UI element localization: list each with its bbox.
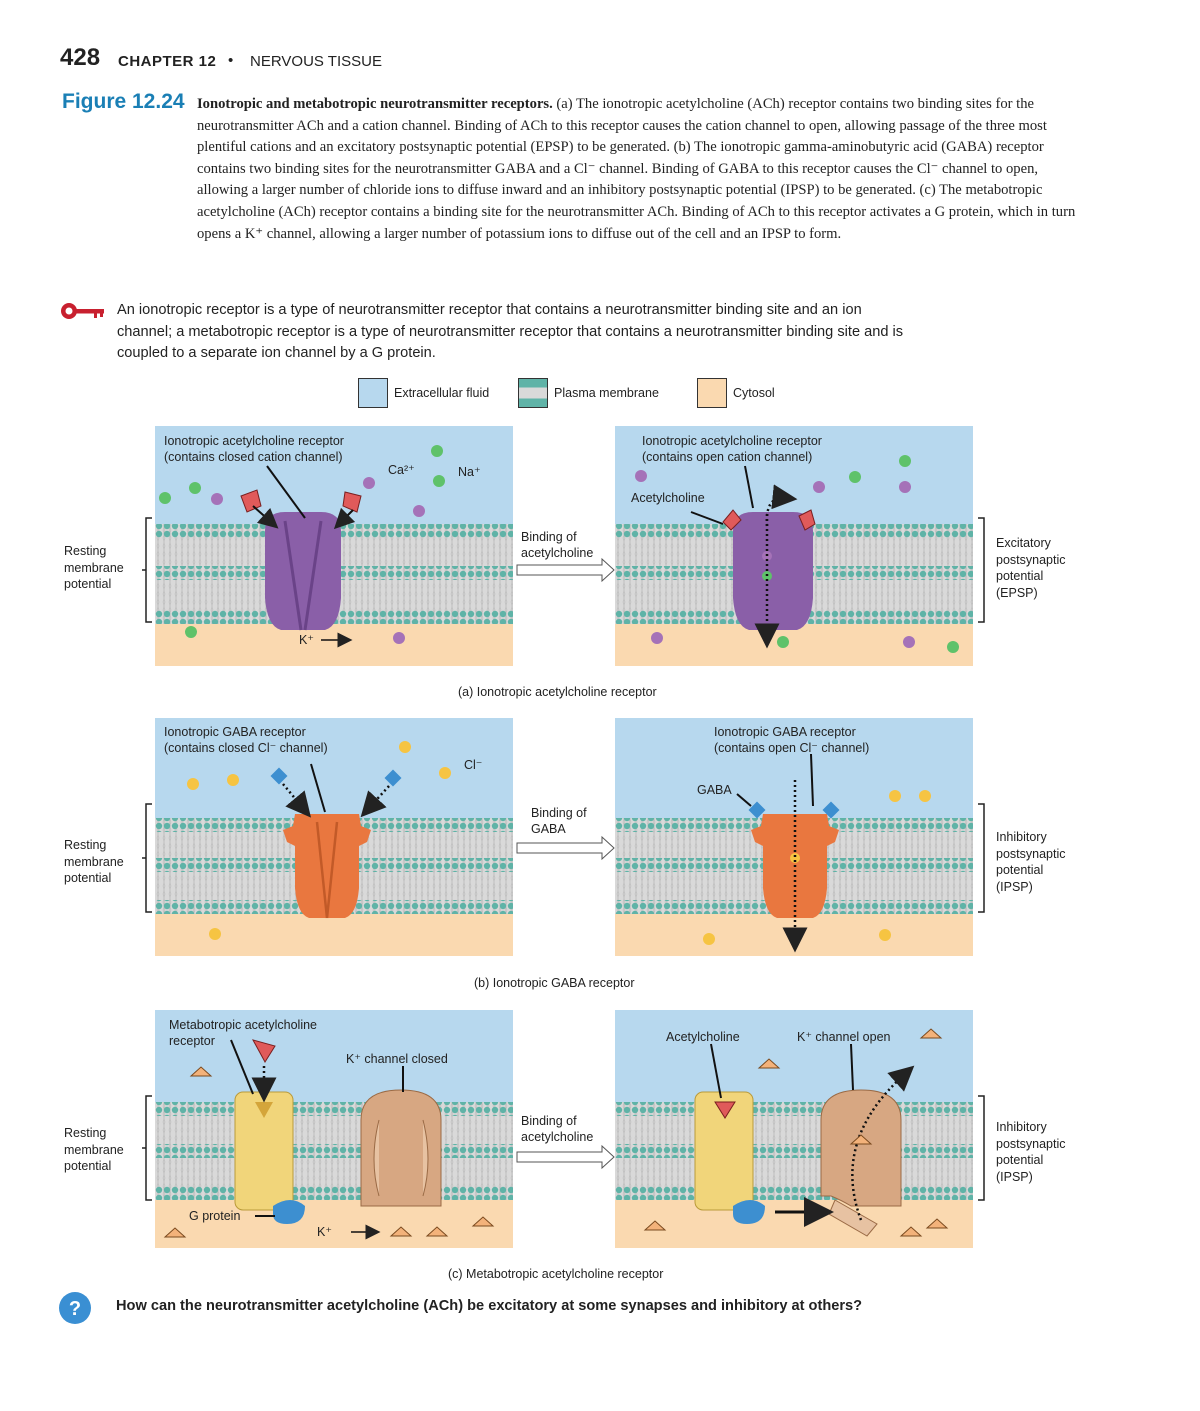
panel-c-right [615,1010,973,1248]
legend-membrane: Plasma membrane [518,376,659,410]
key-icon [61,303,104,319]
cytosol-swatch [697,378,727,408]
subcaption-a: (a) Ionotropic acetylcholine receptor [458,685,657,699]
legend-label: Cytosol [733,386,775,400]
panel-b-left-title: Ionotropic GABA receptor(contains closed… [164,725,328,755]
caption-line: neurotransmitter GABA and a Cl⁻ channel.… [197,160,1039,199]
key-line: channel; a metabotropic receptor is a ty… [117,323,904,340]
question-icon: ? [59,1292,91,1324]
caption-line: (a) The ionotropic acetylcholine (ACh) r… [556,96,889,112]
legend-cytosol: Cytosol [697,376,775,410]
legend-label: Plasma membrane [554,386,659,400]
header-separator: • [228,52,234,69]
cl-label: Cl⁻ [464,758,483,772]
subcaption-c: (c) Metabotropic acetylcholine receptor [448,1267,664,1281]
legend-extracellular: Extracellular fluid [358,376,489,410]
figure-label: Figure 12.24 [62,90,185,113]
gaba-label: GABA [697,783,732,797]
subcaption-b: (b) Ionotropic GABA receptor [474,976,635,990]
k-channel-closed-label: K⁺ channel closed [346,1052,448,1066]
legend-label: Extracellular fluid [394,386,490,400]
chapter-number: CHAPTER 12 [118,53,217,70]
panel-a-left-title: Ionotropic acetylcholine receptor(contai… [164,434,344,464]
panel-b-right-title: Ionotropic GABA receptor(contains open C… [714,725,870,755]
figure-caption: Ionotropic and metabotropic neurotransmi… [197,94,1077,245]
na-label: Na⁺ [458,465,481,479]
key-line: An ionotropic receptor is a type of neur… [117,302,862,318]
acetylcholine-label-c: Acetylcholine [666,1030,740,1044]
panel-a-right-title: Ionotropic acetylcholine receptor(contai… [642,434,822,464]
panel-b-left [155,718,513,956]
panel-c-left [155,1010,513,1248]
k-label-a: K⁺ [299,633,314,647]
panel-a-diagram [142,426,985,666]
svg-text:?: ? [69,1298,81,1320]
acetylcholine-label-a: Acetylcholine [631,491,705,505]
panel-a-left [155,426,513,666]
key-concept-text: An ionotropic receptor is a type of neur… [117,300,1077,365]
key-line: coupled to a separate ion channel by a G… [117,345,436,362]
k-channel-open-label: K⁺ channel open [797,1030,891,1044]
g-protein-label: G protein [189,1209,241,1223]
chapter-title: NERVOUS TISSUE [250,53,382,70]
ca-label: Ca²⁺ [388,463,415,477]
caption-line: out of the cell and an IPSP to form. [635,225,842,242]
panel-b-right [615,718,973,956]
page-number: 428 [60,44,101,71]
k-label-c: K⁺ [317,1225,332,1239]
caption-line: to be generated. (b) The ionotropic gamm… [197,139,1044,177]
panel-b-diagram [142,718,985,956]
review-question: How can the neurotransmitter acetylcholi… [116,1298,863,1314]
caption-line: two binding sites for the neurotransmitt… [197,96,1034,134]
caption-line: channel to open, allowing passage of the… [197,117,1047,156]
figure-title: Ionotropic and metabotropic neurotransmi… [197,96,553,112]
panel-a-right [615,426,973,666]
caption-line: larger number of chloride ions to diffus… [261,182,962,199]
extracellular-swatch [358,378,388,408]
caption-line: metabotropic acetylcholine (ACh) recepto… [197,182,1043,220]
membrane-swatch [518,378,548,408]
caption-line: receptor activates a G protein, which in… [197,203,1076,242]
panel-c-diagram [142,1010,985,1248]
